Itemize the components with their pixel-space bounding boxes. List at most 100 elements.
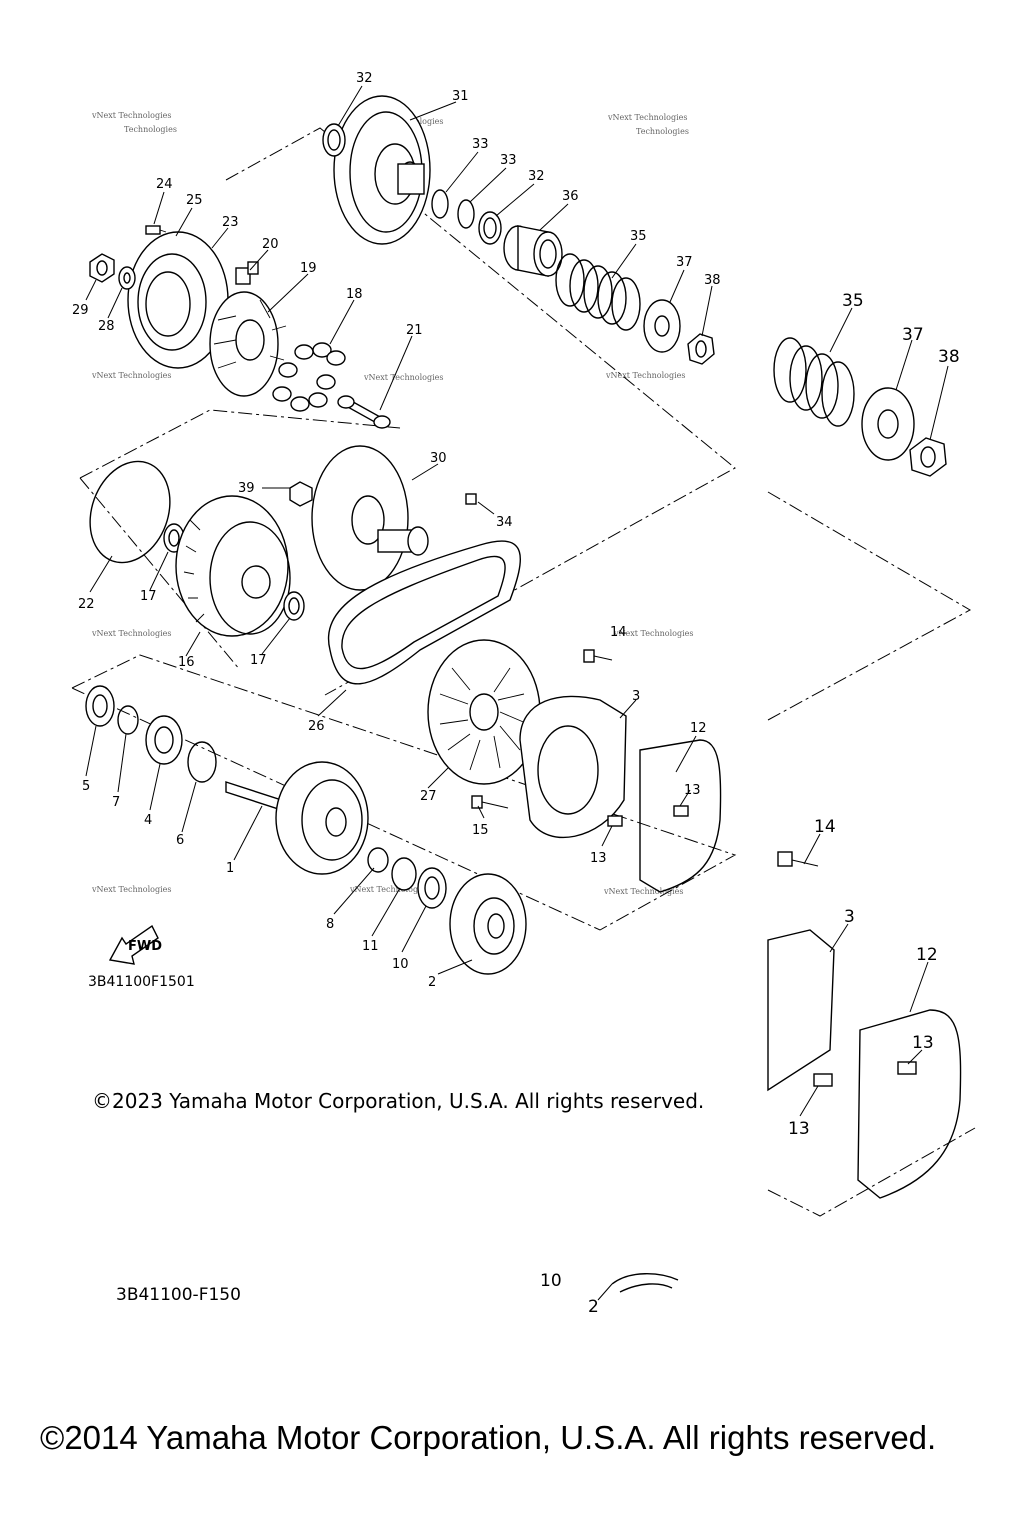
zoom-callout-10: 10 [540, 1271, 562, 1291]
part-36-spring-seat [503, 225, 563, 277]
callout-4: 4 [144, 813, 152, 828]
fwd-arrow-icon: FWD [108, 924, 162, 965]
part-32-oil-seal-second [478, 211, 502, 245]
part-34-bolt [465, 493, 477, 505]
part-20-slider [235, 261, 259, 285]
part-17-oil-seal-second [283, 591, 305, 621]
callout-7: 7 [112, 795, 120, 810]
watermark: Technologies [124, 125, 177, 134]
callout-34: 34 [496, 515, 513, 530]
part-18-weights [272, 342, 346, 412]
callout-5: 5 [82, 779, 90, 794]
figure-code-large: 3B41100-F150 [116, 1285, 241, 1305]
callout-13: 13 [590, 851, 607, 866]
watermark: vNext Technologies [91, 629, 171, 638]
callout-30: 30 [430, 451, 447, 466]
watermark: vNext Technologies [603, 887, 683, 896]
callout-11: 11 [362, 939, 379, 954]
zoom-cover-group [767, 851, 976, 1217]
callout-23: 23 [222, 215, 239, 230]
copyright-2014: ©2014 Yamaha Motor Corporation, U.S.A. A… [40, 1419, 936, 1456]
watermark: vNext Technologies [613, 629, 693, 638]
callout-12: 12 [690, 721, 707, 736]
callout-33: 33 [472, 137, 489, 152]
part-35-compression-spring [555, 253, 641, 331]
callout-28: 28 [98, 319, 115, 334]
copyright-2023: ©2023 Yamaha Motor Corporation, U.S.A. A… [92, 1089, 704, 1113]
part-4-bearing [145, 715, 183, 765]
zoom-callout-37: 37 [902, 325, 924, 345]
part-37-washer [643, 299, 681, 353]
callout-29: 29 [72, 303, 89, 318]
callout-17: 17 [250, 653, 267, 668]
part-3-crankcase-cover [519, 695, 627, 839]
callout-38: 38 [704, 273, 721, 288]
zoom-callout-3: 3 [844, 907, 855, 927]
part-10-bearing [417, 867, 447, 909]
callout-33: 33 [500, 153, 517, 168]
callout-3: 3 [632, 689, 640, 704]
zoom-callout-13: 13 [788, 1119, 810, 1139]
part-1-shaft-and-clutch-housing [225, 761, 369, 875]
callout-13: 13 [684, 783, 701, 798]
callout-39: 39 [238, 481, 255, 496]
assembly-boundaries [71, 127, 972, 931]
zoom-callout-35: 35 [842, 291, 864, 311]
part-13-dowel-pin [607, 805, 689, 827]
part-29-nut [89, 253, 115, 283]
leader-lines [85, 85, 949, 1301]
part-33-o-ring [431, 189, 475, 229]
zoom-callout-labels: 35 37 38 14 3 12 13 13 10 2 [540, 291, 960, 1317]
watermark: vNext Technologies [605, 371, 685, 380]
part-24-screw [145, 225, 167, 235]
callout-32: 32 [528, 169, 545, 184]
part-16-sliding-sheave [175, 495, 291, 637]
zoom-callout-13: 13 [912, 1033, 934, 1053]
callout-24: 24 [156, 177, 173, 192]
zoom-spring-group [773, 337, 947, 477]
callout-37: 37 [676, 255, 693, 270]
callout-labels: 32 31 33 33 32 36 35 37 38 24 25 23 20 1… [72, 71, 721, 990]
callout-27: 27 [420, 789, 437, 804]
part-26-v-belt [327, 540, 521, 685]
part-5-oil-seal [85, 685, 115, 727]
callout-19: 19 [300, 261, 317, 276]
part-31-fixed-sheave [333, 95, 431, 245]
part-28-washer [118, 266, 136, 290]
watermark: vNext Technologies [91, 371, 171, 380]
zoom-callout-12: 12 [916, 945, 938, 965]
part-2-clutch-carrier [449, 873, 527, 975]
callout-6: 6 [176, 833, 184, 848]
zoom-clutch-fragment [611, 1273, 679, 1293]
callout-10: 10 [392, 957, 409, 972]
callout-35: 35 [630, 229, 647, 244]
part-14-bolt [583, 649, 613, 663]
part-19-cam [209, 291, 287, 397]
part-39-nut [289, 481, 313, 507]
fwd-label: FWD [128, 939, 162, 954]
callout-16: 16 [178, 655, 195, 670]
watermark: vNext Technologies [607, 113, 687, 122]
zoom-callout-14: 14 [814, 817, 836, 837]
watermark: vNext Technologies [91, 885, 171, 894]
part-8-needle-bearing [367, 847, 389, 873]
part-38-nut [687, 333, 715, 365]
part-27-fan-sheave [427, 639, 541, 785]
callout-1: 1 [226, 861, 234, 876]
part-22-o-ring [89, 460, 171, 564]
part-15-bolt [471, 795, 509, 809]
zoom-callout-2: 2 [588, 1297, 599, 1317]
part-32-oil-seal [322, 123, 346, 157]
callout-8: 8 [326, 917, 334, 932]
part-11-one-way-clutch [391, 857, 417, 891]
callout-22: 22 [78, 597, 95, 612]
watermark: vNext Technologies [363, 373, 443, 382]
callout-17: 17 [140, 589, 157, 604]
callout-31: 31 [452, 89, 469, 104]
part-21-collar [337, 395, 391, 429]
part-6-circlip [187, 741, 217, 783]
callout-32: 32 [356, 71, 373, 86]
zoom-callout-38: 38 [938, 347, 960, 367]
callout-21: 21 [406, 323, 423, 338]
